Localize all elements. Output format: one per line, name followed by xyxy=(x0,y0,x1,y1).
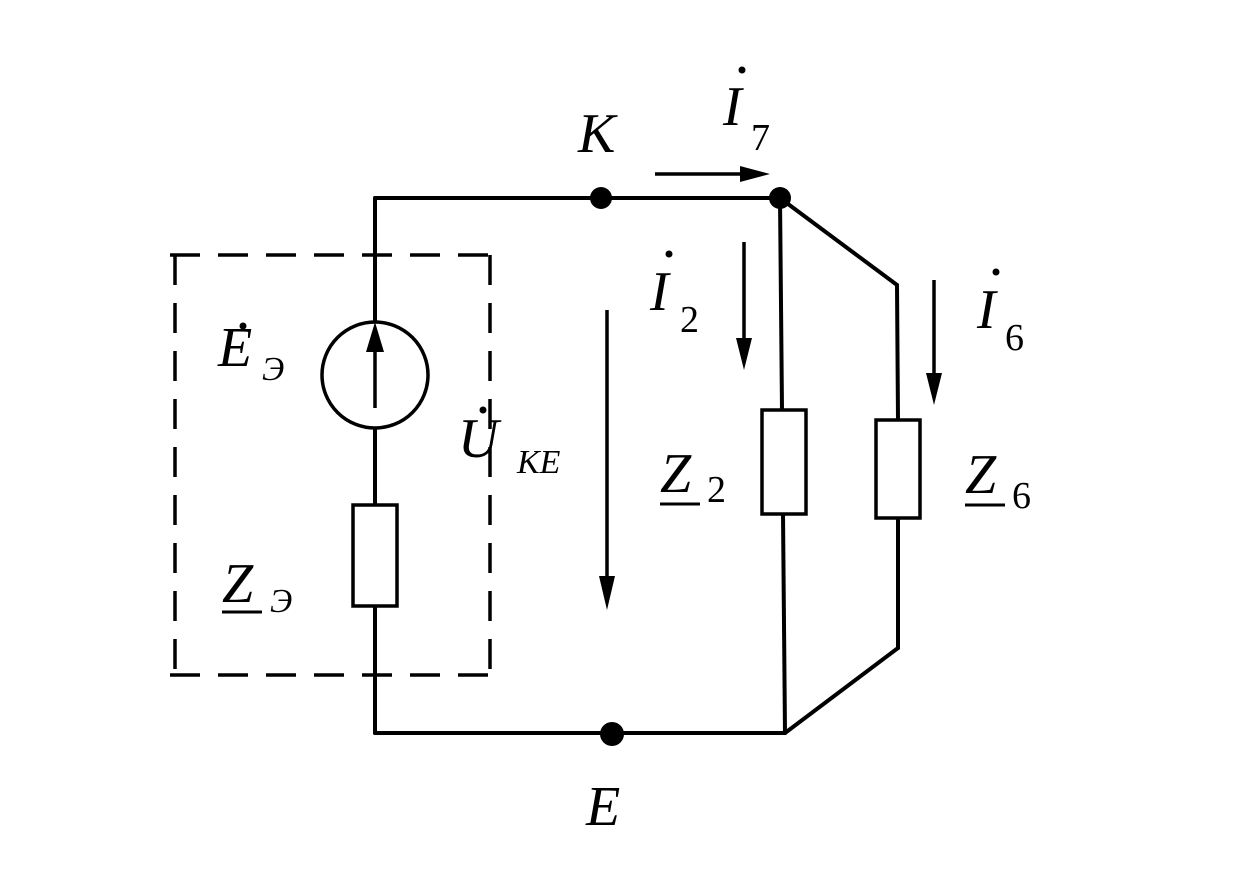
equivalent-source-box xyxy=(170,253,492,677)
source-impedance-symbol: Z xyxy=(222,553,254,615)
resistor-z6 xyxy=(874,418,922,520)
source-subscript: Э xyxy=(262,351,284,388)
impedance-z2-symbol: Z xyxy=(660,443,692,505)
arrow-i6 xyxy=(926,280,942,405)
voltage-label: U KE xyxy=(458,406,561,481)
current-i2-symbol: I xyxy=(649,261,671,323)
impedance-z2-subscript: 2 xyxy=(707,469,726,511)
impedance-z6-subscript: 6 xyxy=(1012,475,1031,517)
current-i7-symbol: I xyxy=(722,76,744,138)
impedance-z6-label: Z 6 xyxy=(965,444,1031,517)
current-i6-symbol: I xyxy=(976,279,998,341)
arrow-i7 xyxy=(655,166,770,182)
source-impedance-subscript: Э xyxy=(270,583,292,620)
current-i7-subscript: 7 xyxy=(751,117,770,159)
impedance-z2-label: Z 2 xyxy=(660,443,726,511)
current-i7-label: I 7 xyxy=(722,66,770,159)
node-e-label: E xyxy=(585,776,620,838)
impedance-z6-symbol: Z xyxy=(965,444,997,506)
arrow-u-ke xyxy=(599,310,615,610)
node-k-dot xyxy=(590,187,612,209)
source-symbol: E xyxy=(217,317,252,379)
wires xyxy=(373,196,900,735)
voltage-source xyxy=(320,320,430,430)
arrow-i2 xyxy=(736,242,752,370)
resistor-z-e xyxy=(351,503,399,608)
resistor-z2 xyxy=(760,408,808,516)
source-label: E Э xyxy=(217,317,284,388)
junction-dot xyxy=(769,187,791,209)
current-i2-subscript: 2 xyxy=(680,299,699,341)
source-impedance-label: Z Э xyxy=(222,553,292,620)
node-e-dot xyxy=(600,722,624,746)
current-i6-subscript: 6 xyxy=(1005,317,1024,359)
voltage-symbol: U xyxy=(458,408,502,470)
voltage-subscript: KE xyxy=(516,444,561,481)
current-i6-label: I 6 xyxy=(976,268,1024,359)
current-i2-label: I 2 xyxy=(649,250,699,341)
node-k-label: K xyxy=(577,103,618,165)
